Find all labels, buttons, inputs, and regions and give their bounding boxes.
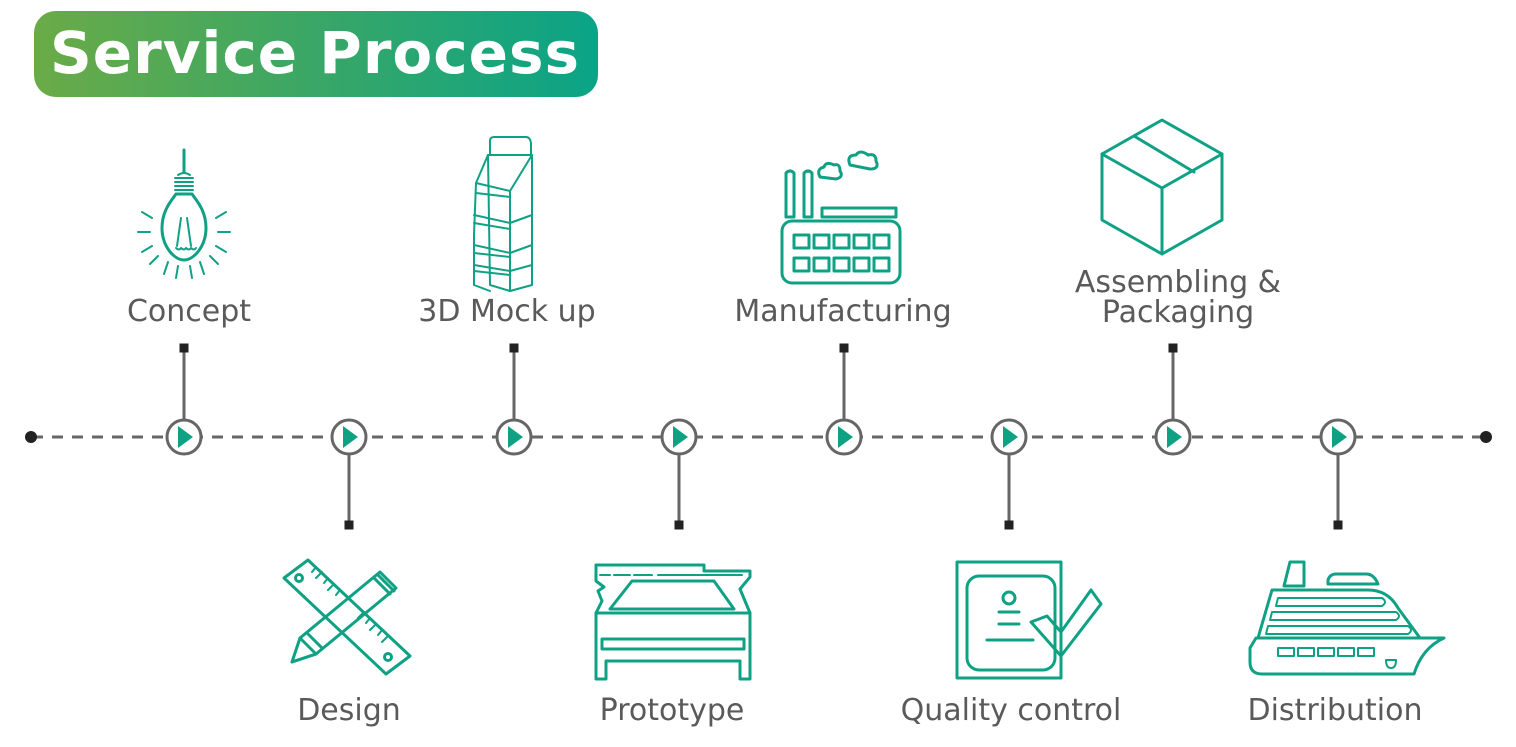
box-icon — [1100, 118, 1230, 258]
play-icon — [1332, 426, 1347, 448]
light-bulb-icon — [134, 148, 234, 280]
step-label-design: Design — [297, 693, 401, 728]
play-icon — [673, 426, 688, 448]
step-label-assembling-line-2: Packaging — [1101, 295, 1255, 330]
step-label-prototype: Prototype — [599, 693, 745, 728]
cruise-ship-icon — [1248, 558, 1448, 682]
pencil-ruler-icon — [282, 558, 412, 678]
connector-marker-3d-mock-up — [509, 343, 519, 353]
factory-icon — [780, 150, 910, 288]
connector-marker-quality-control — [1004, 520, 1014, 530]
page-title: Service Process — [50, 19, 581, 87]
step-label-assembling-line-1: Assembling & — [1074, 265, 1282, 300]
connector-marker-distribution — [1333, 520, 1343, 530]
step-label-manufacturing: Manufacturing — [734, 294, 952, 329]
play-icon — [1003, 426, 1018, 448]
play-icon — [343, 426, 358, 448]
play-icon — [838, 426, 853, 448]
start-dot — [25, 431, 37, 443]
step-label-3d-mock-up: 3D Mock up — [418, 294, 596, 329]
step-label-quality-control: Quality control — [900, 693, 1122, 728]
connector-marker-assembling-packaging — [1168, 343, 1178, 353]
step-label-assembling-packaging: Assembling & Packaging — [1075, 268, 1281, 328]
play-icon — [178, 426, 193, 448]
connector-marker-design — [344, 520, 354, 530]
connector-marker-concept — [179, 343, 189, 353]
step-label-distribution: Distribution — [1247, 693, 1423, 728]
play-icon — [508, 426, 523, 448]
title-banner: Service Process — [34, 11, 598, 97]
step-label-concept: Concept — [126, 294, 252, 329]
display-shelf-icon — [470, 135, 550, 295]
connector-marker-manufacturing — [839, 343, 849, 353]
printer-machine-icon — [592, 561, 752, 681]
end-dot — [1480, 431, 1492, 443]
connector-marker-prototype — [674, 520, 684, 530]
document-check-icon — [955, 560, 1105, 680]
play-icon — [1167, 426, 1182, 448]
